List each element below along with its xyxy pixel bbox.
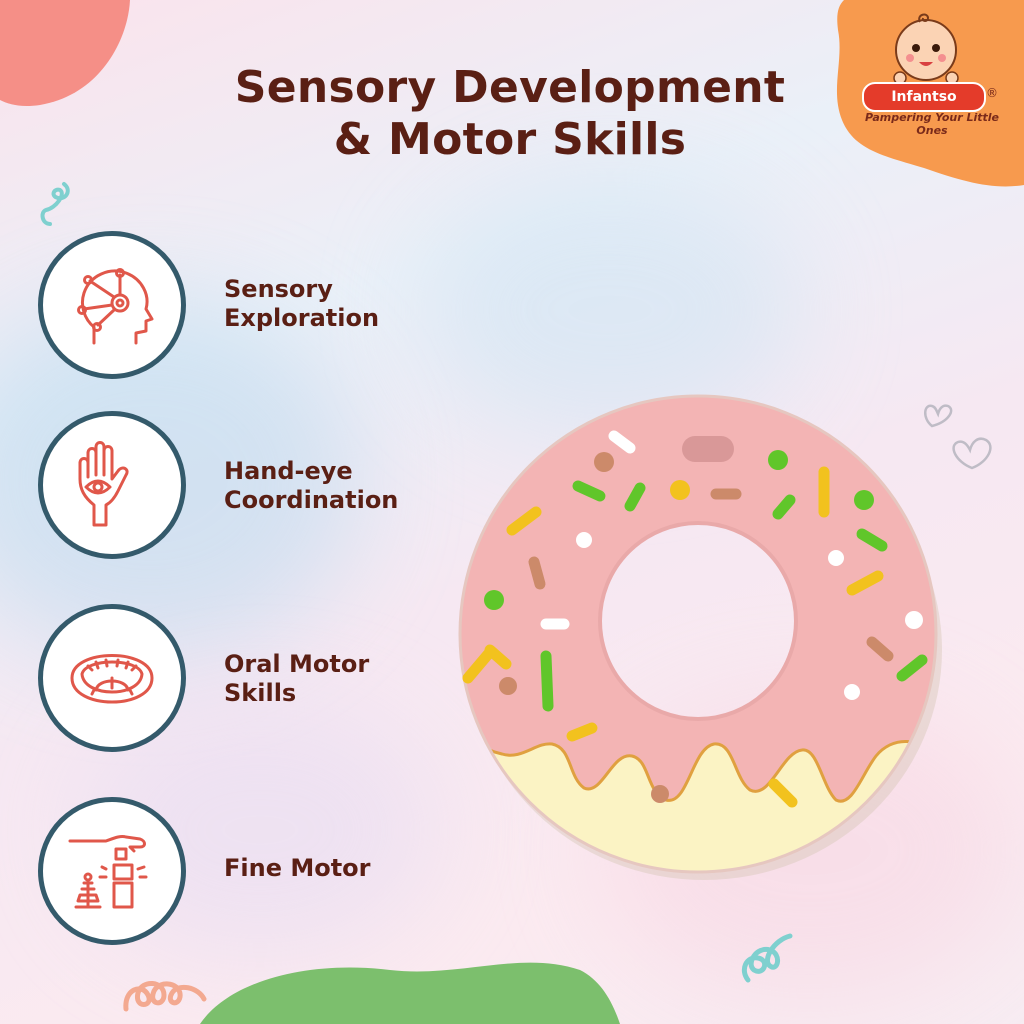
- squiggle-teal-bottom-icon: [741, 933, 793, 983]
- brand-tagline: Pampering Your Little Ones: [864, 111, 1000, 137]
- brain-network-icon: [77, 268, 154, 345]
- feature-label: Fine Motor: [224, 854, 454, 883]
- title-line-2: & Motor Skills: [333, 114, 687, 165]
- hand-eye-icon: [78, 441, 129, 527]
- feature-label-line-1: Hand-eye: [224, 457, 353, 485]
- feature-label: Hand-eye Coordination: [224, 457, 454, 515]
- title-line-1: Sensory Development: [234, 62, 786, 113]
- feature-label: Oral Motor Skills: [224, 650, 454, 708]
- open-mouth-icon: [70, 654, 154, 704]
- feature-oral-motor-skills: Oral Motor Skills: [38, 604, 498, 764]
- background-wash-blue-2: [420, 180, 800, 440]
- registered-mark: ®: [986, 86, 998, 100]
- feature-sensory-exploration: Sensory Exploration: [38, 231, 498, 391]
- feature-label-line-2: Exploration: [224, 304, 380, 332]
- page-title: Sensory Development & Motor Skills: [140, 62, 880, 166]
- feature-icon-circle: [38, 411, 186, 559]
- feature-label-line-1: Sensory: [224, 275, 333, 303]
- feature-fine-motor: Fine Motor: [38, 797, 498, 957]
- feature-label-line-1: Oral Motor: [224, 650, 370, 678]
- corner-blob-pink: [0, 0, 130, 107]
- baby-face-logo-icon: [893, 13, 959, 85]
- donut-teether-image: [458, 394, 942, 880]
- feature-label-line-2: Skills: [224, 679, 297, 707]
- feature-icon-circle: [38, 231, 186, 379]
- feature-icon-circle: [38, 604, 186, 752]
- stacking-blocks-icon: [68, 835, 148, 909]
- corner-blob-green: [200, 962, 620, 1024]
- feature-label: Sensory Exploration: [224, 275, 454, 333]
- squiggle-peach-icon: [123, 981, 207, 1012]
- feature-label-line-1: Fine Motor: [224, 854, 371, 882]
- feature-icon-circle: [38, 797, 186, 945]
- squiggle-teal-icon: [40, 182, 70, 226]
- feature-hand-eye-coordination: Hand-eye Coordination: [38, 411, 498, 571]
- hearts-outline-icon: [924, 404, 992, 470]
- brand-name-badge: Infantso: [862, 82, 986, 112]
- feature-label-line-2: Coordination: [224, 486, 399, 514]
